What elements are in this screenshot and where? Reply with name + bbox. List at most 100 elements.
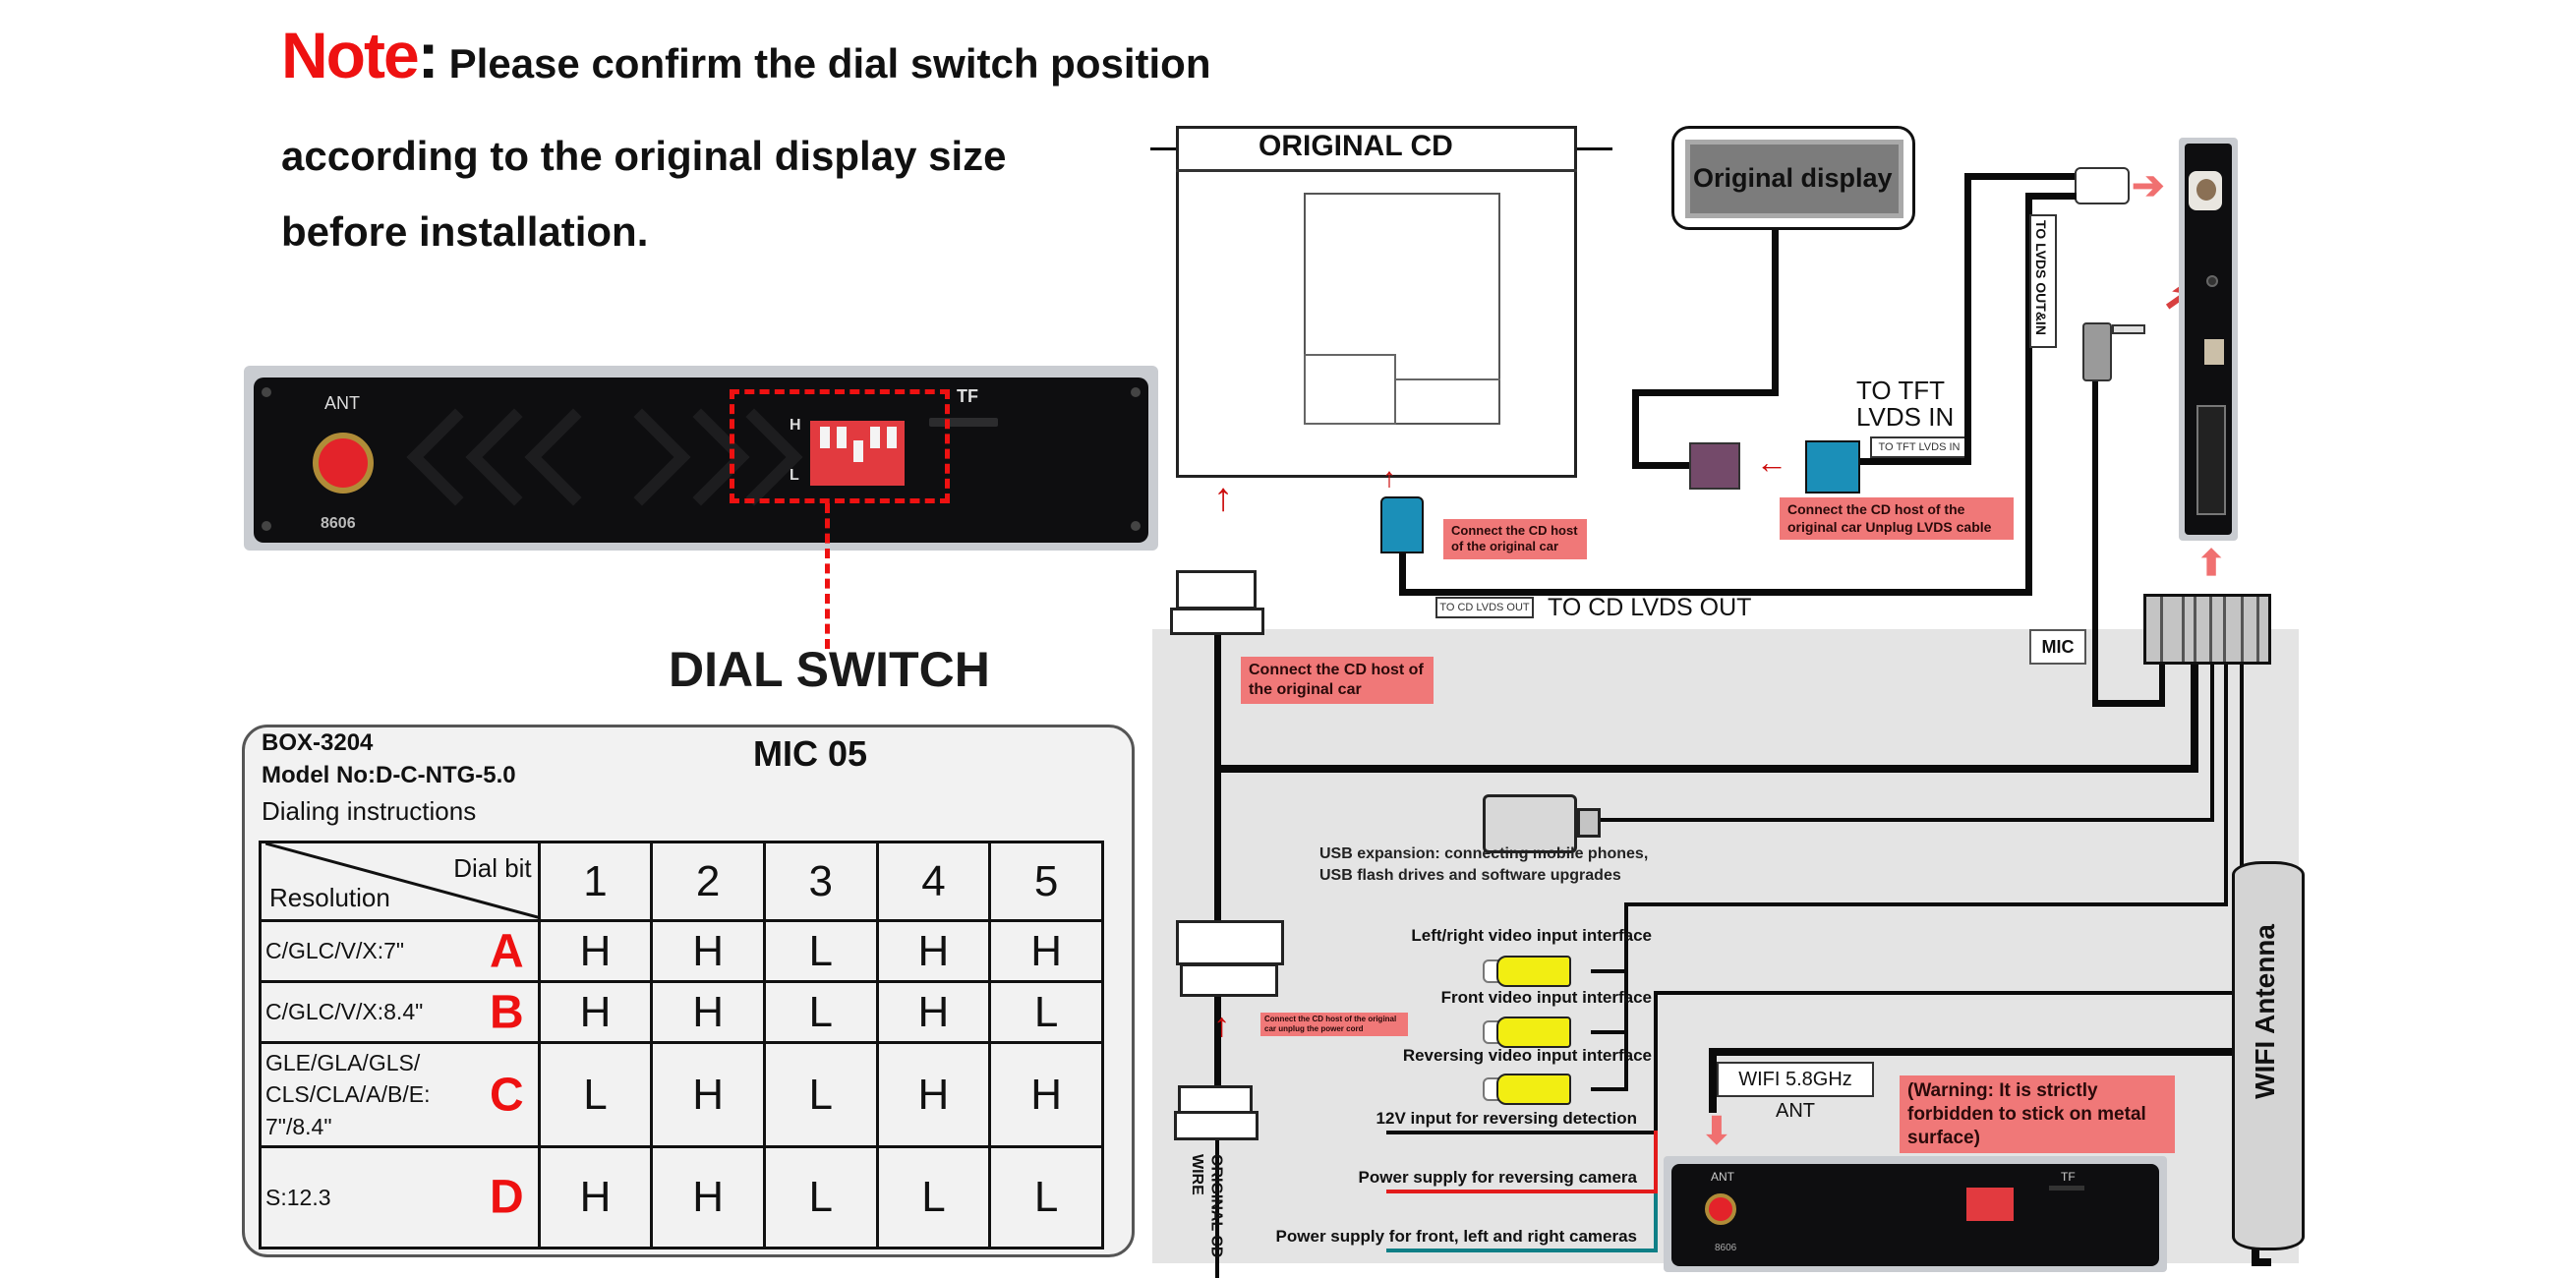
bit-header: 4 xyxy=(875,841,992,922)
tft-lvds-cable xyxy=(1860,458,1970,465)
table-row: C/GLC/V/X:8.4"B H H L H L xyxy=(259,980,1104,1044)
antenna-connector-icon xyxy=(313,433,374,494)
device-serial: 8606 xyxy=(321,515,356,532)
dip-switch[interactable] xyxy=(810,421,905,486)
dial-value: H xyxy=(650,919,766,983)
power-port xyxy=(2196,405,2226,515)
wifi-antenna-cable xyxy=(1709,1048,1717,1113)
note-power-cord: Connect the CD host of the original car … xyxy=(1260,1013,1408,1036)
resolution-cell: C/GLC/V/X:8.4"B xyxy=(259,980,541,1044)
dip-toggle[interactable] xyxy=(820,427,830,448)
rca-cable xyxy=(1591,1030,1626,1034)
rca-lr-video xyxy=(1483,956,1591,987)
resolution-cell: S:12.3 D xyxy=(259,1145,541,1249)
reverse-video-label: Reversing video input interface xyxy=(1402,1046,1652,1065)
bit-header: 2 xyxy=(650,841,766,922)
arrow-down-icon: ⬇ xyxy=(1701,1111,1732,1152)
audio-jack-tip xyxy=(2112,324,2145,334)
dial-value: L xyxy=(537,1041,654,1148)
dial-value: L xyxy=(988,980,1104,1044)
to-cd-lvds-out-tag: TO CD LVDS OUT xyxy=(1435,597,1534,618)
usb-text-line-2: USB flash drives and software upgrades xyxy=(1319,867,1621,885)
video-cable xyxy=(1624,902,1628,1060)
row-letter: A xyxy=(490,925,524,977)
original-cd-wire-plug xyxy=(1178,1085,1253,1115)
display-cable xyxy=(1632,462,1691,469)
mic-cable xyxy=(2092,381,2098,706)
table-row: GLE/GLA/GLS/ CLS/CLA/A/B/E: 7"/8.4" C L H… xyxy=(259,1041,1104,1148)
note-cd-host-2: Connect the CD host of the original car xyxy=(1241,657,1434,704)
lvds-out-cable xyxy=(2025,193,2077,200)
model-number: Model No:D-C-NTG-5.0 xyxy=(262,762,516,788)
note-cd-host-1: Connect the CD host of the original car xyxy=(1443,519,1587,559)
dial-value: L xyxy=(762,919,879,983)
mic-tag: MIC xyxy=(2029,629,2086,665)
resolution-header: Resolution xyxy=(269,883,390,912)
mic-cable xyxy=(2159,665,2165,707)
original-cd-wire xyxy=(1215,1140,1219,1278)
lvds-out-cable xyxy=(2025,193,2032,596)
cd-plug-lower xyxy=(1176,920,1284,965)
dial-value: L xyxy=(875,1145,992,1249)
arrow-up-icon: ↑ xyxy=(1213,476,1233,519)
arrow-up-icon: ↑ xyxy=(1213,1007,1230,1044)
to-lvds-out-in-label: TO LVDS OUT&IN xyxy=(2033,220,2049,335)
dip-toggle[interactable] xyxy=(870,427,880,448)
row-letter: C xyxy=(490,1069,524,1121)
screw-icon xyxy=(1131,521,1141,531)
reverse-cable xyxy=(1654,991,1658,1131)
dip-toggle[interactable] xyxy=(837,427,847,448)
usb-text-line-1: USB expansion: connecting mobile phones, xyxy=(1319,845,1649,862)
warning-note: (Warning: It is strictly forbidden to st… xyxy=(1900,1075,2175,1154)
to-lvds-out-in-tag: TO LVDS OUT&IN xyxy=(2029,214,2057,348)
row-letter: D xyxy=(490,1171,524,1224)
audio-jack-plug xyxy=(2082,322,2112,381)
front-cam-power-wire xyxy=(1386,1249,1658,1252)
lvds-port-pin xyxy=(2196,179,2216,201)
resolution-text: S:12.3 xyxy=(265,1184,331,1210)
wifi-antenna-label: WIFI Antenna xyxy=(2250,924,2280,1099)
display-cable xyxy=(1772,230,1779,395)
cd-power-plug xyxy=(1170,608,1264,635)
reverse-cable xyxy=(1654,991,2244,995)
dip-toggle[interactable] xyxy=(887,427,897,448)
lvds-connector-female xyxy=(1689,442,1740,490)
screw-icon xyxy=(1131,387,1141,397)
video-cable xyxy=(2224,665,2228,906)
instructions-heading: Dialing instructions xyxy=(262,796,477,826)
device-front-panel xyxy=(254,378,1148,543)
rev-cam-power-wire xyxy=(1654,1131,1658,1193)
cd-plug-lower xyxy=(1180,963,1278,997)
lr-video-label: Left/right video input interface xyxy=(1411,926,1652,945)
rca-cable xyxy=(1591,1087,1626,1091)
table-header-row: Dial bit Resolution 1 2 3 4 5 xyxy=(259,841,1104,922)
to-tft-lvds-in-tag: TO TFT LVDS IN xyxy=(1870,436,1968,458)
arrow-up-icon: ⬆ xyxy=(2196,543,2227,583)
cd-power-cable xyxy=(1214,635,1221,1087)
dial-value: H xyxy=(650,1041,766,1148)
table-corner-header: Dial bit Resolution xyxy=(259,841,541,922)
note-line-2: according to the original display size xyxy=(281,133,1007,179)
mic-code: MIC 05 xyxy=(753,733,868,774)
cd-mount-bracket xyxy=(1150,147,1178,150)
cd-power-plug xyxy=(1176,570,1257,610)
dip-toggle[interactable] xyxy=(853,440,863,462)
cd-internal-board xyxy=(1304,354,1396,425)
dial-value: L xyxy=(762,1145,879,1249)
resolution-text: GLE/GLA/GLS/ CLS/CLA/A/B/E: 7"/8.4" xyxy=(265,1050,431,1139)
usb-plug xyxy=(1483,794,1577,853)
reverse-detect-wire xyxy=(1386,1131,1658,1134)
antenna-port-label: ANT xyxy=(324,393,360,413)
dial-switch-leader-line xyxy=(825,503,830,649)
dip-low-label: L xyxy=(790,467,799,484)
resolution-cell: GLE/GLA/GLS/ CLS/CLA/A/B/E: 7"/8.4" C xyxy=(259,1041,541,1148)
bit-header: 1 xyxy=(537,841,654,922)
display-cable xyxy=(1632,389,1639,468)
dip-switch-small xyxy=(1966,1188,2014,1221)
dial-value: L xyxy=(988,1145,1104,1249)
original-cd-wire-plug xyxy=(1174,1111,1259,1140)
cd-top-seam xyxy=(1176,169,1577,172)
original-cd-unit xyxy=(1176,126,1577,478)
rca-reverse-video xyxy=(1483,1074,1591,1105)
cd-internal-board xyxy=(1304,193,1500,425)
